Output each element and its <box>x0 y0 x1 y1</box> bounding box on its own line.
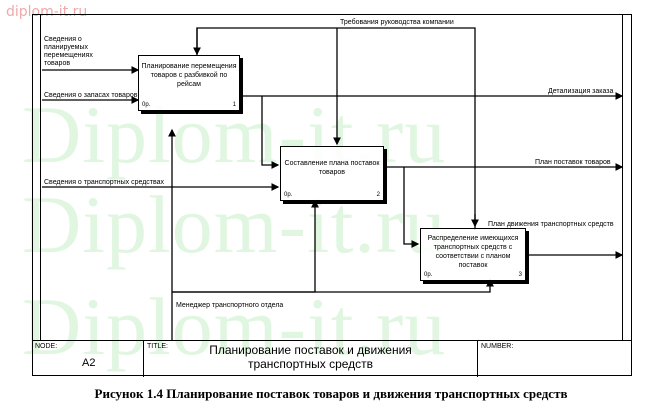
label-management: Требования руководства компании <box>340 19 454 26</box>
activity-box-1[interactable]: Планирование перемещения товаров с разби… <box>138 55 240 111</box>
footer-node-cell: NODE: A2 <box>32 341 144 377</box>
watermark-large-3: Diplom-it.ru <box>22 281 447 372</box>
label-planned-moves: Сведения о планируемых перемещениях това… <box>44 36 93 67</box>
footer-node-value: A2 <box>82 357 96 369</box>
frame-left-rule <box>40 14 41 340</box>
diagram-footer: NODE: A2 TITLE: Планирование поставок и … <box>32 340 632 377</box>
activity-box-3-title: Распределение имеющихся транспортных сре… <box>427 235 519 269</box>
footer-title-value: Планирование поставок и движения транспо… <box>209 343 412 371</box>
activity-box-2-cost: 0р. <box>284 192 293 198</box>
activity-box-1-number: 1 <box>232 102 236 108</box>
label-vehicles: Сведения о транспортных средствах <box>44 179 165 186</box>
footer-number-cell: NUMBER: <box>478 341 632 377</box>
activity-box-3-cost: 0р. <box>424 272 433 278</box>
activity-box-2-number: 2 <box>376 192 380 198</box>
label-supply-plan: План поставок товаров <box>535 159 611 166</box>
footer-node-label: NODE: <box>35 343 58 350</box>
activity-box-1-title: Планирование перемещения товаров с разби… <box>141 63 237 88</box>
watermark-site: diplom-it.ru <box>6 4 88 20</box>
activity-box-3[interactable]: Распределение имеющихся транспортных сре… <box>420 228 526 281</box>
figure-caption: Рисунок 1.4 Планирование поставок товаро… <box>94 386 568 401</box>
activity-box-1-cost: 0р. <box>142 102 151 108</box>
label-manager: Менеджер транспортного отдела <box>176 302 284 309</box>
label-order-detail: Детализация заказа <box>548 88 614 95</box>
diagram-frame <box>32 14 632 376</box>
label-stock: Сведения о запасах товаров <box>44 92 138 99</box>
activity-box-2[interactable]: Составление плана поставок товаров 0р. 2 <box>280 146 384 201</box>
footer-title-cell: TITLE: Планирование поставок и движения … <box>144 341 478 377</box>
activity-box-2-title: Составление плана поставок товаров <box>284 160 380 176</box>
frame-right-rule <box>622 14 623 340</box>
footer-title-label: TITLE: <box>147 343 169 350</box>
label-transport-plan: План движения транспортных средств <box>488 221 614 228</box>
footer-number-label: NUMBER: <box>481 343 514 350</box>
activity-box-3-number: 3 <box>518 272 522 278</box>
